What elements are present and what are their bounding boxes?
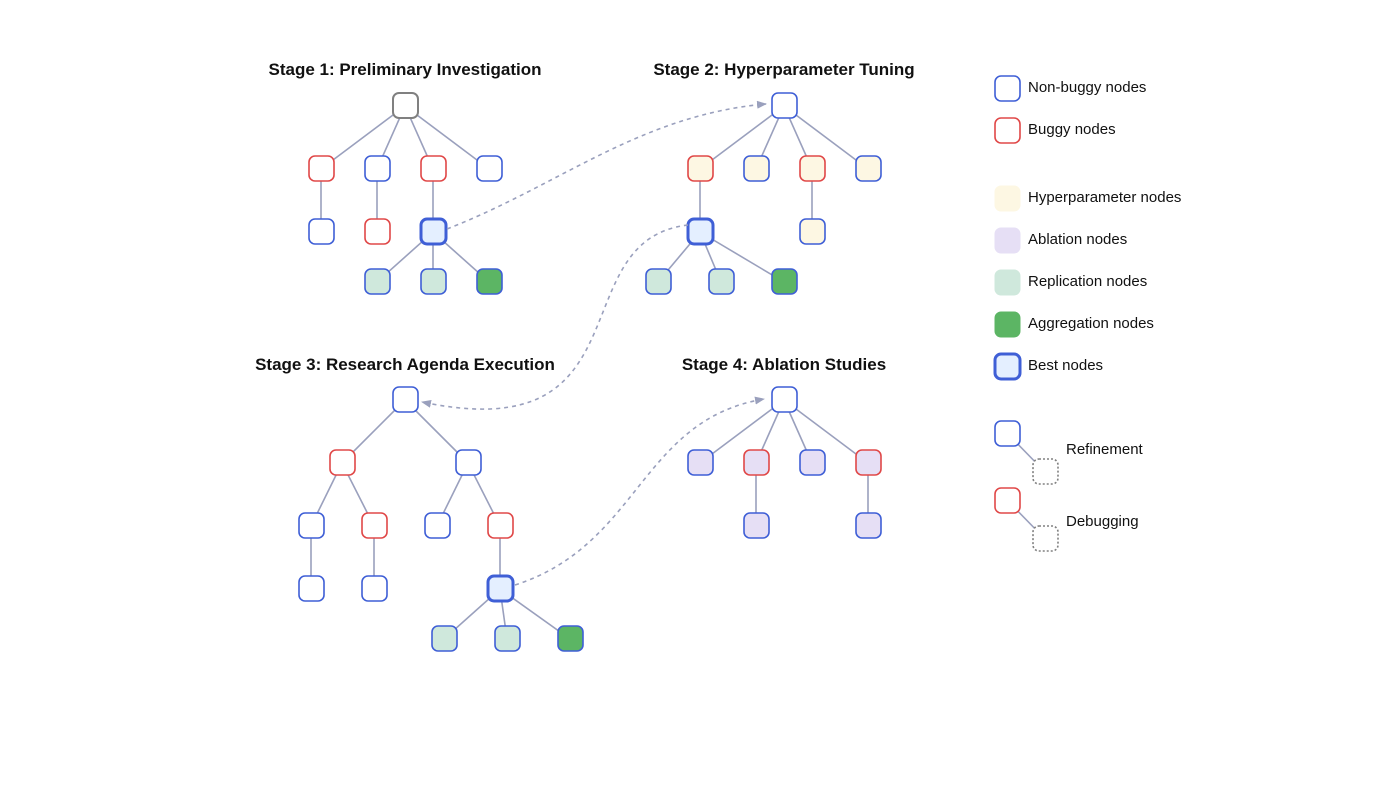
legend-non-buggy-swatch: [994, 75, 1021, 102]
legend-debugging-child-node: [1032, 525, 1059, 552]
stage-3-title: Stage 3: Research Agenda Execution: [255, 355, 555, 374]
stage-3-non-buggy-node: [455, 449, 482, 476]
stage-3-best-node: [486, 574, 515, 603]
stage-1-non-buggy-node: [476, 155, 503, 182]
stage-3-buggy-node: [361, 512, 388, 539]
legend-refinement-label: Refinement: [1066, 441, 1143, 458]
stage-1-buggy-node: [364, 218, 391, 245]
stage-4-tree: [687, 386, 882, 539]
legend-buggy-swatch: [994, 117, 1021, 144]
arrow-stage1-to-stage2: [446, 100, 767, 230]
stage-1-non-buggy-node: [364, 155, 391, 182]
stage-3-non-buggy-node: [298, 575, 325, 602]
legend-refinement-parent-node: [994, 420, 1021, 447]
stage-transition-arrows: [421, 100, 767, 586]
stage-3-non-buggy-node: [361, 575, 388, 602]
stage-1-title: Stage 1: Preliminary Investigation: [268, 60, 542, 79]
legend-aggregation-label: Aggregation nodes: [1028, 315, 1154, 332]
legend: [993, 75, 1059, 552]
stage-3-aggregation-node: [557, 625, 584, 652]
stage-3-replication-node: [431, 625, 458, 652]
stage-4-ablation-node: [799, 449, 826, 476]
legend-buggy-label: Buggy nodes: [1028, 121, 1116, 138]
stage-1-replication-node: [364, 268, 391, 295]
stage-1-tree: [308, 92, 503, 295]
stage-3-non-buggy-node: [298, 512, 325, 539]
stage-1-best-node: [419, 217, 448, 246]
stage-4-ablation-node: [743, 512, 770, 539]
legend-refinement-child-node: [1032, 458, 1059, 485]
legend-best-swatch: [993, 352, 1022, 381]
stage-1-edges: [320, 105, 490, 283]
stage-2-hyperparameter-buggy-node: [687, 155, 714, 182]
legend-replication-label: Replication nodes: [1028, 273, 1148, 290]
legend-hyperparameter-label: Hyperparameter nodes: [1028, 189, 1182, 206]
stage-2-edges: [657, 105, 869, 283]
legend-ablation-swatch: [994, 227, 1021, 254]
legend-replication-swatch: [994, 269, 1021, 296]
stage-3-replication-node: [494, 625, 521, 652]
legend-aggregation-swatch: [994, 311, 1021, 338]
stage-2-aggregation-node: [771, 268, 798, 295]
stage-4-ablation-buggy-node: [855, 449, 882, 476]
stage-2-hyperparameter-node: [855, 155, 882, 182]
stage-2-tree: [645, 92, 882, 295]
stage-4-root-node: [771, 386, 798, 413]
legend-non-buggy-label: Non-buggy nodes: [1028, 79, 1147, 96]
stage-1-aggregation-node: [476, 268, 503, 295]
stage-2-hyperparameter-buggy-node: [799, 155, 826, 182]
stage-2-title: Stage 2: Hyperparameter Tuning: [653, 60, 915, 79]
stage-3-tree: [298, 386, 584, 652]
stage-2-best-node: [686, 217, 715, 246]
arrow-stage2-to-stage3: [421, 224, 689, 410]
legend-debugging-parent-node: [994, 487, 1021, 514]
legend-hyperparameter-swatch: [994, 185, 1021, 212]
legend-debugging-label: Debugging: [1066, 513, 1139, 530]
legend-ablation-label: Ablation nodes: [1028, 231, 1128, 248]
stage-1-replication-node: [420, 268, 447, 295]
stage-2-root-node: [771, 92, 798, 119]
stage-3-buggy-node: [487, 512, 514, 539]
stage-4-ablation-node: [687, 449, 714, 476]
stage-1-non-buggy-node: [308, 218, 335, 245]
stage-3-non-buggy-node: [424, 512, 451, 539]
stage-4-ablation-buggy-node: [743, 449, 770, 476]
stage-4-ablation-node: [855, 512, 882, 539]
stage-2-hyperparameter-node: [799, 218, 826, 245]
stage-3-buggy-node: [329, 449, 356, 476]
stage-1-root-node: [392, 92, 419, 119]
stage-2-replication-node: [708, 268, 735, 295]
stage-2-hyperparameter-node: [743, 155, 770, 182]
stage-4-title: Stage 4: Ablation Studies: [681, 355, 887, 374]
arrow-stage3-to-stage4: [514, 396, 765, 586]
stage-4-edges: [699, 399, 869, 526]
stage-3-root-node: [392, 386, 419, 413]
stage-2-replication-node: [645, 268, 672, 295]
legend-best-label: Best nodes: [1028, 357, 1104, 374]
stage-1-buggy-node: [308, 155, 335, 182]
stage-1-buggy-node: [420, 155, 447, 182]
